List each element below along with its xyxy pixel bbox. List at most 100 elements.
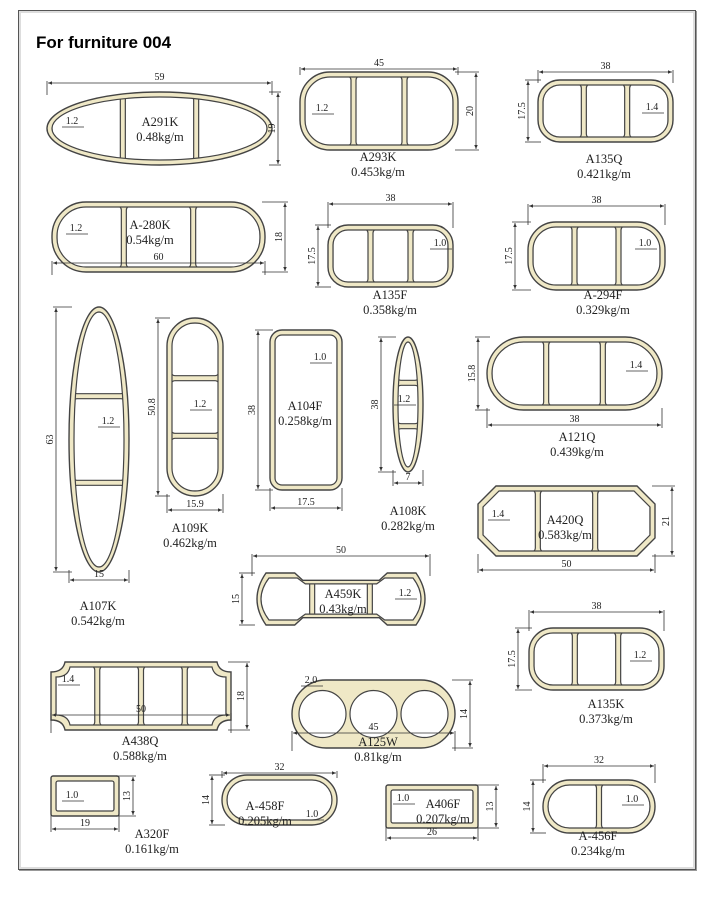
profile-code: A121Q [559, 430, 596, 444]
profile-inner-outline [274, 334, 338, 486]
profile-code: A125W [358, 735, 398, 749]
page-title: For furniture 004 [36, 33, 172, 52]
wall-thickness: 1.2 [66, 116, 79, 127]
profile-code: A135K [588, 697, 625, 711]
width-dimension: 50 [136, 704, 146, 715]
profile-code: A406F [426, 797, 461, 811]
profile-inner-outline [55, 666, 227, 726]
profile-chamber [406, 77, 453, 145]
wall-thickness: 1.4 [646, 102, 659, 113]
height-dimension: 13 [122, 791, 133, 801]
profile-weight: 0.583kg/m [538, 528, 592, 542]
profile-code: A108K [390, 504, 427, 518]
profile-chamber [57, 207, 122, 267]
height-dimension: 15 [231, 594, 242, 604]
width-dimension: 7 [406, 472, 411, 483]
profile-hollow [349, 689, 398, 739]
profile-code: A-294F [584, 288, 623, 302]
profile-code: A438Q [122, 734, 159, 748]
profile-outline [50, 661, 232, 731]
profile-inner-outline [171, 322, 219, 492]
profile-weight: 0.588kg/m [113, 749, 167, 763]
profile-chamber [74, 312, 124, 395]
width-dimension: 38 [601, 61, 611, 72]
width-dimension: 45 [374, 58, 384, 69]
profile-chamber [172, 323, 218, 377]
profile-inner-outline [397, 341, 419, 468]
profile-chamber [355, 77, 403, 145]
profile-chamber [99, 667, 140, 725]
profile-chamber [543, 85, 582, 137]
profile-weight: 0.207kg/m [416, 812, 470, 826]
height-dimension: 50.8 [147, 398, 158, 416]
profile-chamber [333, 230, 369, 282]
profile-weight: 0.81kg/m [354, 750, 402, 764]
profile-code: A104F [288, 399, 323, 413]
wall-thickness: 1.4 [630, 360, 643, 371]
wall-thickness: 1.2 [70, 223, 83, 234]
profile-chamber [195, 207, 260, 267]
profile-code: A291K [142, 115, 179, 129]
profile-weight: 0.462kg/m [163, 536, 217, 550]
profile-inner-outline [260, 577, 422, 621]
profile-chamber [539, 491, 594, 551]
profile-code: A-456F [579, 829, 618, 843]
profile-chamber [585, 85, 626, 137]
profile-code: A135Q [586, 152, 623, 166]
profile-chamber [74, 484, 124, 567]
height-dimension: 14 [522, 802, 533, 812]
width-dimension: 38 [386, 193, 396, 204]
profile-hollow [400, 689, 449, 739]
wall-thickness: 1.2 [399, 588, 412, 599]
profile-inner-outline [482, 490, 651, 552]
profile-weight: 0.421kg/m [577, 167, 631, 181]
width-dimension: 59 [155, 72, 165, 83]
profile-weight: 0.329kg/m [576, 303, 630, 317]
profile-weight: 0.161kg/m [125, 842, 179, 856]
profile-weight: 0.282kg/m [381, 519, 435, 533]
profile-code: A293K [360, 150, 397, 164]
wall-thickness: 1.2 [398, 394, 411, 405]
height-dimension: 63 [45, 435, 56, 445]
width-dimension: 17.5 [297, 497, 315, 508]
profile-weight: 0.205kg/m [238, 814, 292, 828]
wall-thickness: 1.0 [434, 238, 447, 249]
height-dimension: 14 [459, 709, 470, 719]
width-dimension: 32 [594, 755, 604, 766]
profile-inner-outline [533, 632, 660, 686]
height-dimension: 19 [267, 124, 278, 134]
profile-hollow [298, 689, 347, 739]
profile-chamber [576, 227, 617, 285]
profile-weight: 0.439kg/m [550, 445, 604, 459]
profile-inner-outline [390, 789, 474, 824]
profile-chamber [172, 380, 218, 434]
page-frame [18, 10, 696, 870]
height-dimension: 17.5 [507, 650, 518, 668]
width-dimension: 38 [570, 414, 580, 425]
profile-chamber [142, 667, 183, 725]
profile-inner-outline [542, 84, 669, 138]
profile-weight: 0.358kg/m [363, 303, 417, 317]
profile-inner-outline [532, 226, 661, 286]
profile-weight: 0.54kg/m [126, 233, 174, 247]
profile-chamber [398, 384, 418, 425]
height-dimension: 17.5 [504, 247, 515, 265]
width-dimension: 50 [562, 559, 572, 570]
wall-thickness: 1.4 [62, 674, 75, 685]
profile-inner-outline [491, 341, 658, 406]
width-dimension: 15.9 [186, 499, 204, 510]
profile-inner-outline [547, 784, 651, 829]
profile-weight: 0.43kg/m [319, 602, 367, 616]
profile-code: A107K [80, 599, 117, 613]
width-dimension: 19 [80, 818, 90, 829]
